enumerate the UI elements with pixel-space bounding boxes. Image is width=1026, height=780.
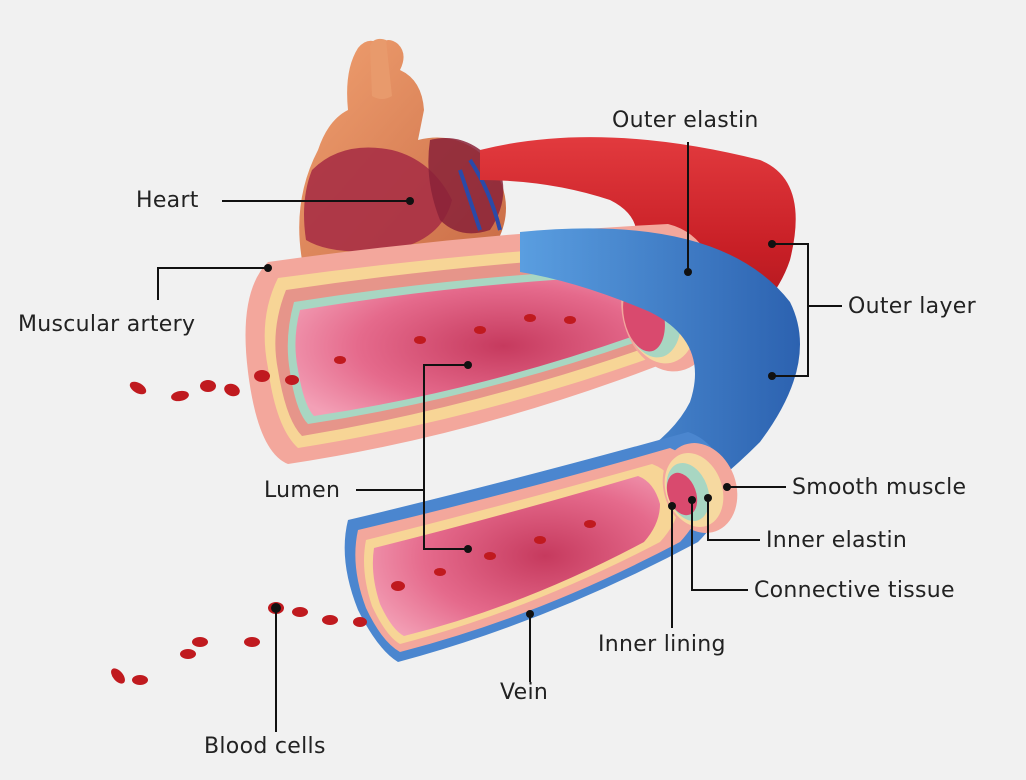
label-connective-tissue: Connective tissue <box>754 580 955 602</box>
label-inner-lining: Inner lining <box>598 634 726 656</box>
label-outer-elastin: Outer elastin <box>612 110 759 132</box>
label-outer-layer: Outer layer <box>848 296 976 318</box>
label-blood-cells: Blood cells <box>204 736 326 758</box>
label-smooth-muscle: Smooth muscle <box>792 477 966 499</box>
label-muscular-artery: Muscular artery <box>18 314 195 336</box>
label-heart: Heart <box>136 190 199 212</box>
label-lumen: Lumen <box>264 480 340 502</box>
label-inner-elastin: Inner elastin <box>766 530 907 552</box>
label-vein: Vein <box>500 682 548 704</box>
